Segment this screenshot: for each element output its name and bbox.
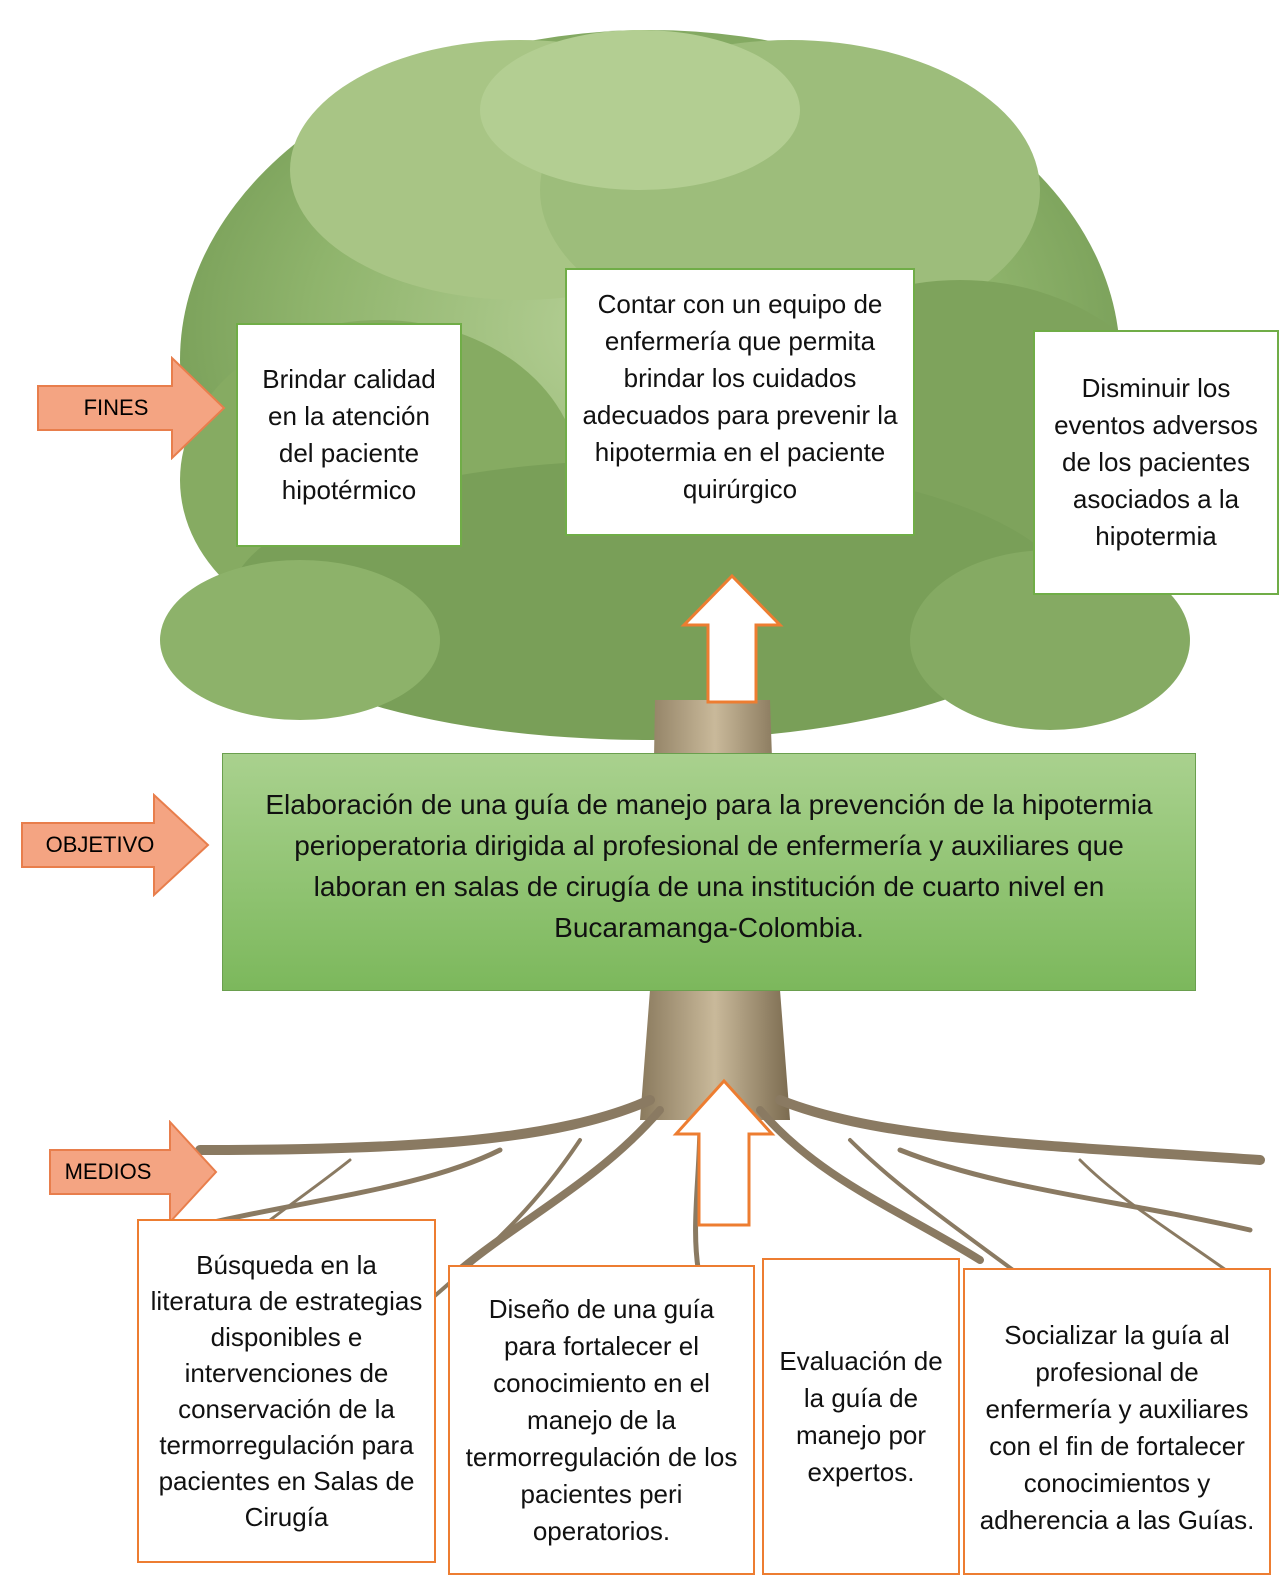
objective-text: Elaboración de una guía de manejo para l… (265, 789, 1153, 943)
medio-box-diseno: Diseño de una guía para fortalecer el co… (448, 1265, 755, 1575)
arrow-up-icon (672, 1078, 776, 1227)
medio-text: Socializar la guía al profesional de enf… (979, 1319, 1255, 1535)
fin-box-equipo: Contar con un equipo de enfermería que p… (565, 268, 915, 536)
fin-text: Disminuir los eventos adversos de los pa… (1054, 373, 1258, 551)
arrow-right-icon (21, 792, 210, 898)
medio-box-evaluacion: Evaluación de la guía de manejo por expe… (762, 1258, 960, 1575)
objetivo-label: OBJETIVO (45, 832, 155, 857)
medio-box-socializar: Socializar la guía al profesional de enf… (963, 1268, 1271, 1575)
fines-label-arrow: FINES (36, 355, 226, 461)
medio-text: Búsqueda en la literatura de estrategias… (150, 1250, 423, 1532)
medio-box-busqueda: Búsqueda en la literatura de estrategias… (137, 1219, 436, 1563)
fin-box-calidad: Brindar calidad en la atención del pacie… (236, 323, 462, 547)
arrow-up-icon (680, 573, 784, 704)
medios-label: MEDIOS (64, 1159, 152, 1184)
objetivo-label-arrow: OBJETIVO (20, 792, 210, 898)
fines-label: FINES (83, 395, 149, 420)
medios-label-arrow: MEDIOS (48, 1119, 218, 1225)
arrow-right-icon (37, 355, 226, 461)
fin-text: Contar con un equipo de enfermería que p… (582, 289, 898, 504)
medio-text: Diseño de una guía para fortalecer el co… (465, 1293, 738, 1546)
fin-box-eventos: Disminuir los eventos adversos de los pa… (1033, 330, 1279, 595)
medio-text: Evaluación de la guía de manejo por expe… (779, 1345, 943, 1487)
arrow-right-icon (49, 1119, 218, 1225)
objective-box: Elaboración de una guía de manejo para l… (222, 753, 1196, 991)
fin-text: Brindar calidad en la atención del pacie… (262, 364, 436, 505)
